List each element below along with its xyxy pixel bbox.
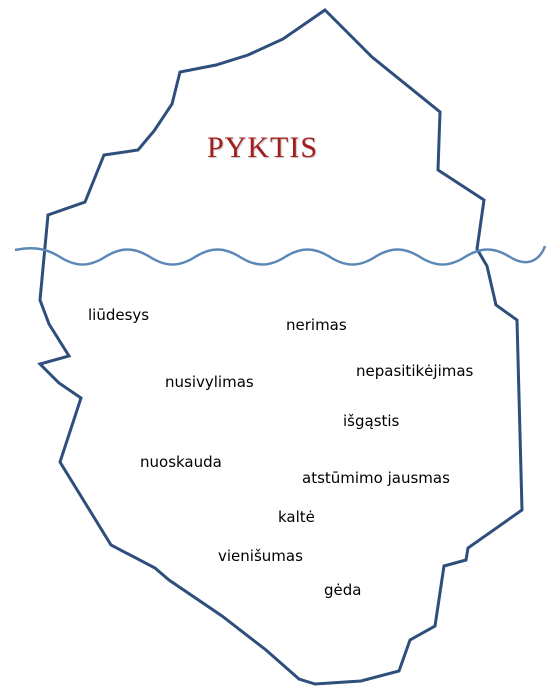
emotion-label-nusivylimas: nusivylimas <box>165 375 254 390</box>
emotion-label-kalte: kaltė <box>278 510 315 525</box>
iceberg-outline <box>40 10 522 684</box>
waterline <box>15 246 545 265</box>
emotion-label-liudesys: liūdesys <box>88 308 149 323</box>
iceberg-title: PYKTIS <box>207 133 318 163</box>
emotion-label-geda: gėda <box>324 583 361 598</box>
emotion-label-nerimas: nerimas <box>286 318 347 333</box>
emotion-label-nuoskauda: nuoskauda <box>140 455 222 470</box>
emotion-label-nepasitikejimas: nepasitikėjimas <box>356 364 473 379</box>
emotion-label-isgastis: išgąstis <box>343 414 399 429</box>
emotion-label-atstumimo-jausmas: atstūmimo jausmas <box>302 471 450 486</box>
emotion-label-vienisumas: vienišumas <box>218 549 303 564</box>
